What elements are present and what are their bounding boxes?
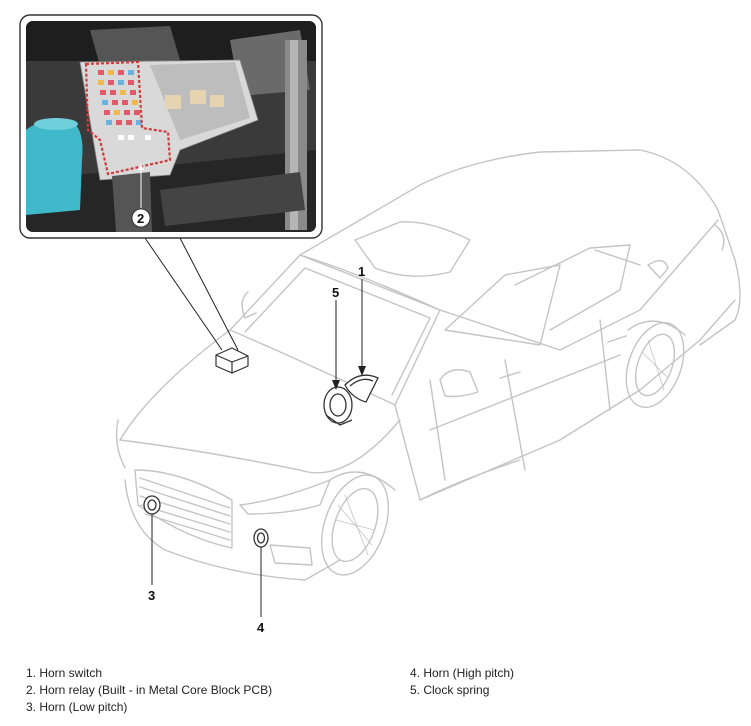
horn-switch bbox=[344, 374, 379, 403]
car-illustration bbox=[115, 149, 741, 581]
inset-pointer-right bbox=[179, 237, 239, 351]
callout-3: 3 bbox=[148, 588, 155, 603]
inset-pointer-left bbox=[144, 237, 223, 351]
legend-left: 1. Horn switch 2. Horn relay (Built - in… bbox=[26, 665, 272, 716]
inset-photo bbox=[19, 14, 323, 239]
leader-lines bbox=[144, 237, 363, 617]
legend-item-horn-high-pitch: 4. Horn (High pitch) bbox=[410, 666, 515, 680]
metal-core-block-highlight bbox=[84, 60, 172, 176]
fuse-grid bbox=[98, 70, 151, 140]
leader-arrowheads bbox=[332, 366, 366, 390]
component-location-diagram: 1 5 3 4 2 bbox=[19, 14, 741, 635]
clock-spring bbox=[323, 386, 353, 426]
callout-1: 1 bbox=[358, 264, 365, 279]
horn-low-pitch bbox=[143, 495, 161, 515]
legend-item-clock-spring: 5. Clock spring bbox=[410, 683, 490, 697]
legend-item-horn-low-pitch: 3. Horn (Low pitch) bbox=[26, 700, 128, 714]
horn-relay-box bbox=[215, 347, 249, 374]
legend-item-horn-relay: 2. Horn relay (Built - in Metal Core Blo… bbox=[26, 683, 273, 697]
washer-tank bbox=[26, 119, 83, 215]
horn-high-pitch bbox=[253, 528, 269, 548]
callout-5: 5 bbox=[332, 285, 339, 300]
legend-item-horn-switch: 1. Horn switch bbox=[26, 666, 103, 680]
legend-right: 4. Horn (High pitch) 5. Clock spring bbox=[410, 665, 514, 699]
callout-4: 4 bbox=[257, 620, 265, 635]
callout-2: 2 bbox=[137, 211, 144, 226]
